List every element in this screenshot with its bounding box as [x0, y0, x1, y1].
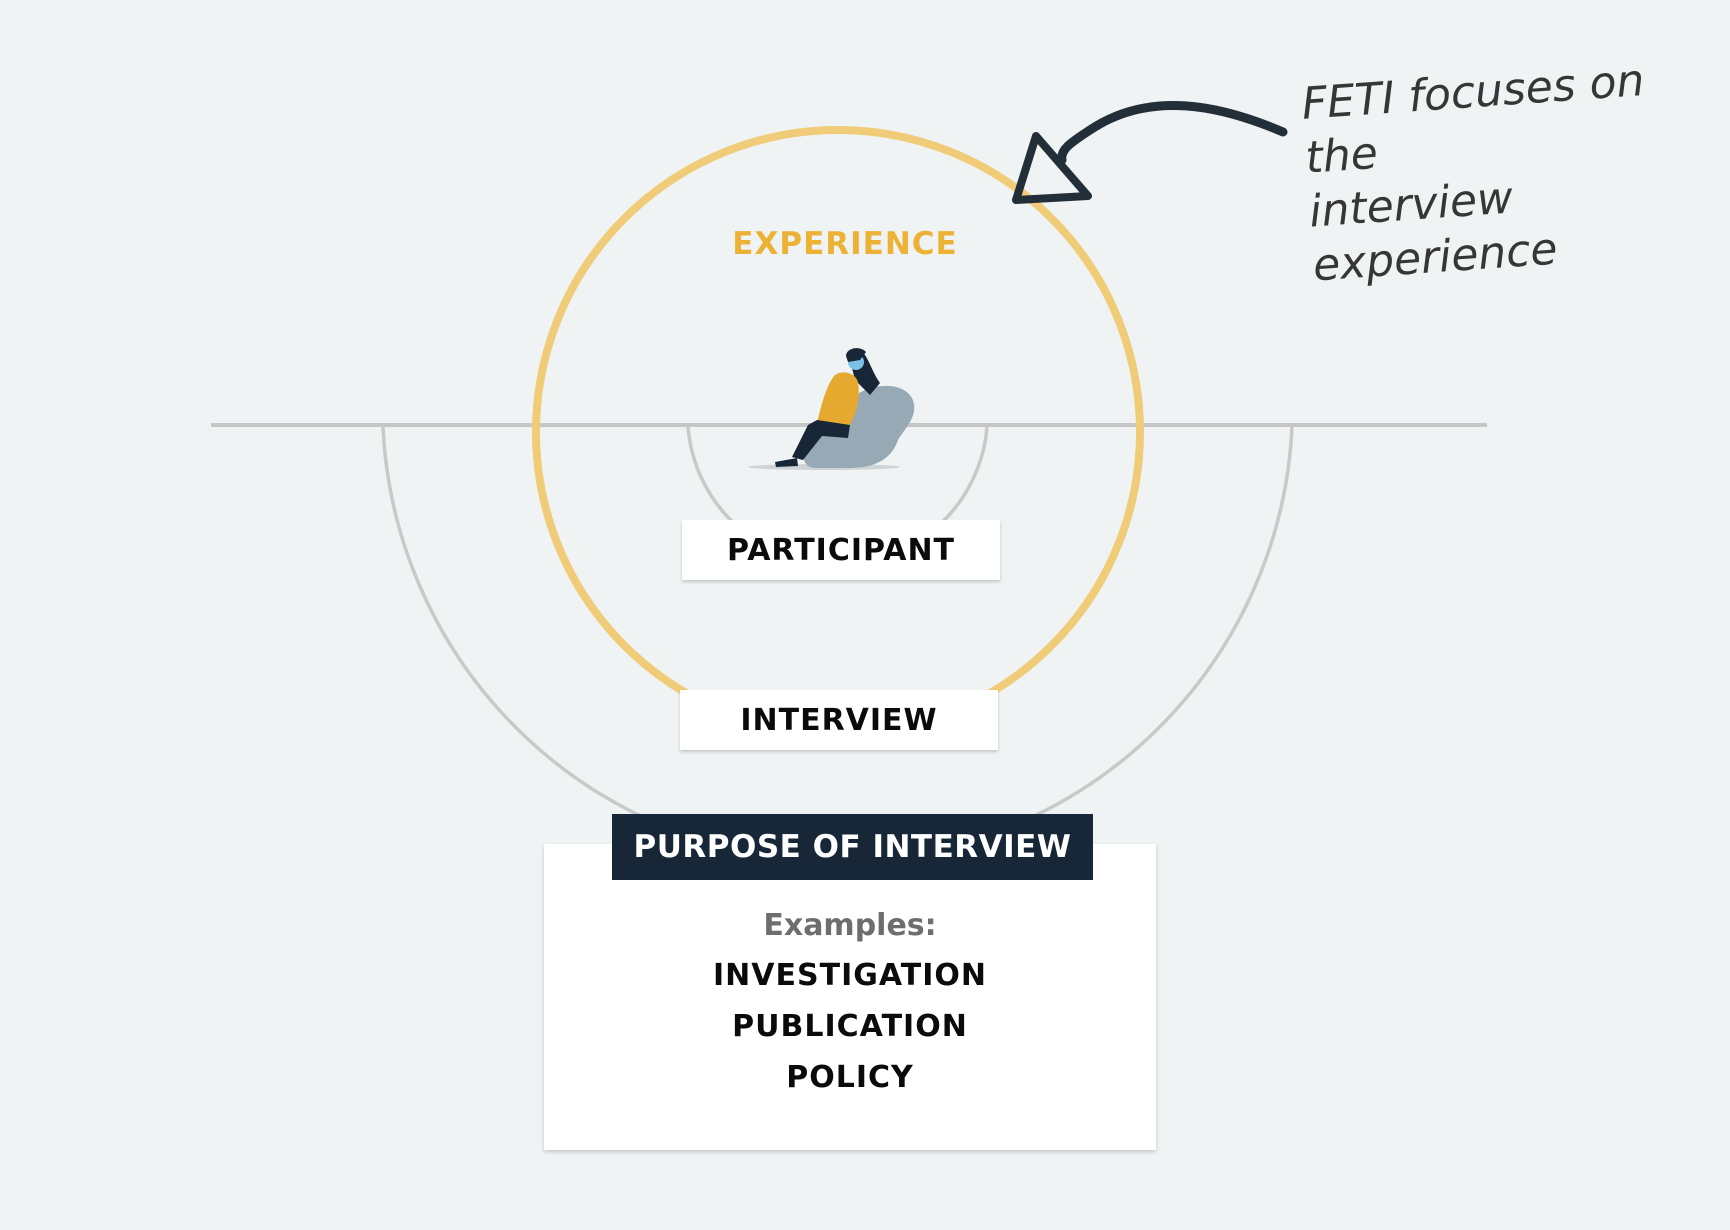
example-item: POLICY	[786, 1060, 914, 1095]
purpose-header: PURPOSE OF INTERVIEW	[612, 814, 1093, 880]
interview-label-box: INTERVIEW	[680, 690, 998, 750]
interview-label: INTERVIEW	[740, 702, 938, 738]
curved-arrow-icon	[1012, 101, 1288, 204]
example-item: PUBLICATION	[732, 1009, 968, 1044]
participant-label: PARTICIPANT	[726, 532, 956, 568]
annotation-note: FETI focuses on the interview experience	[1300, 49, 1730, 294]
example-item: INVESTIGATION	[713, 958, 987, 993]
examples-label: Examples:	[763, 908, 937, 943]
purpose-card	[544, 844, 1156, 1150]
person-sitting-in-beanbag-icon	[748, 348, 915, 470]
outer-purpose-arc	[381, 426, 1294, 863]
experience-label: EXPERIENCE	[732, 226, 958, 262]
participant-label-box: PARTICIPANT	[682, 520, 1000, 580]
